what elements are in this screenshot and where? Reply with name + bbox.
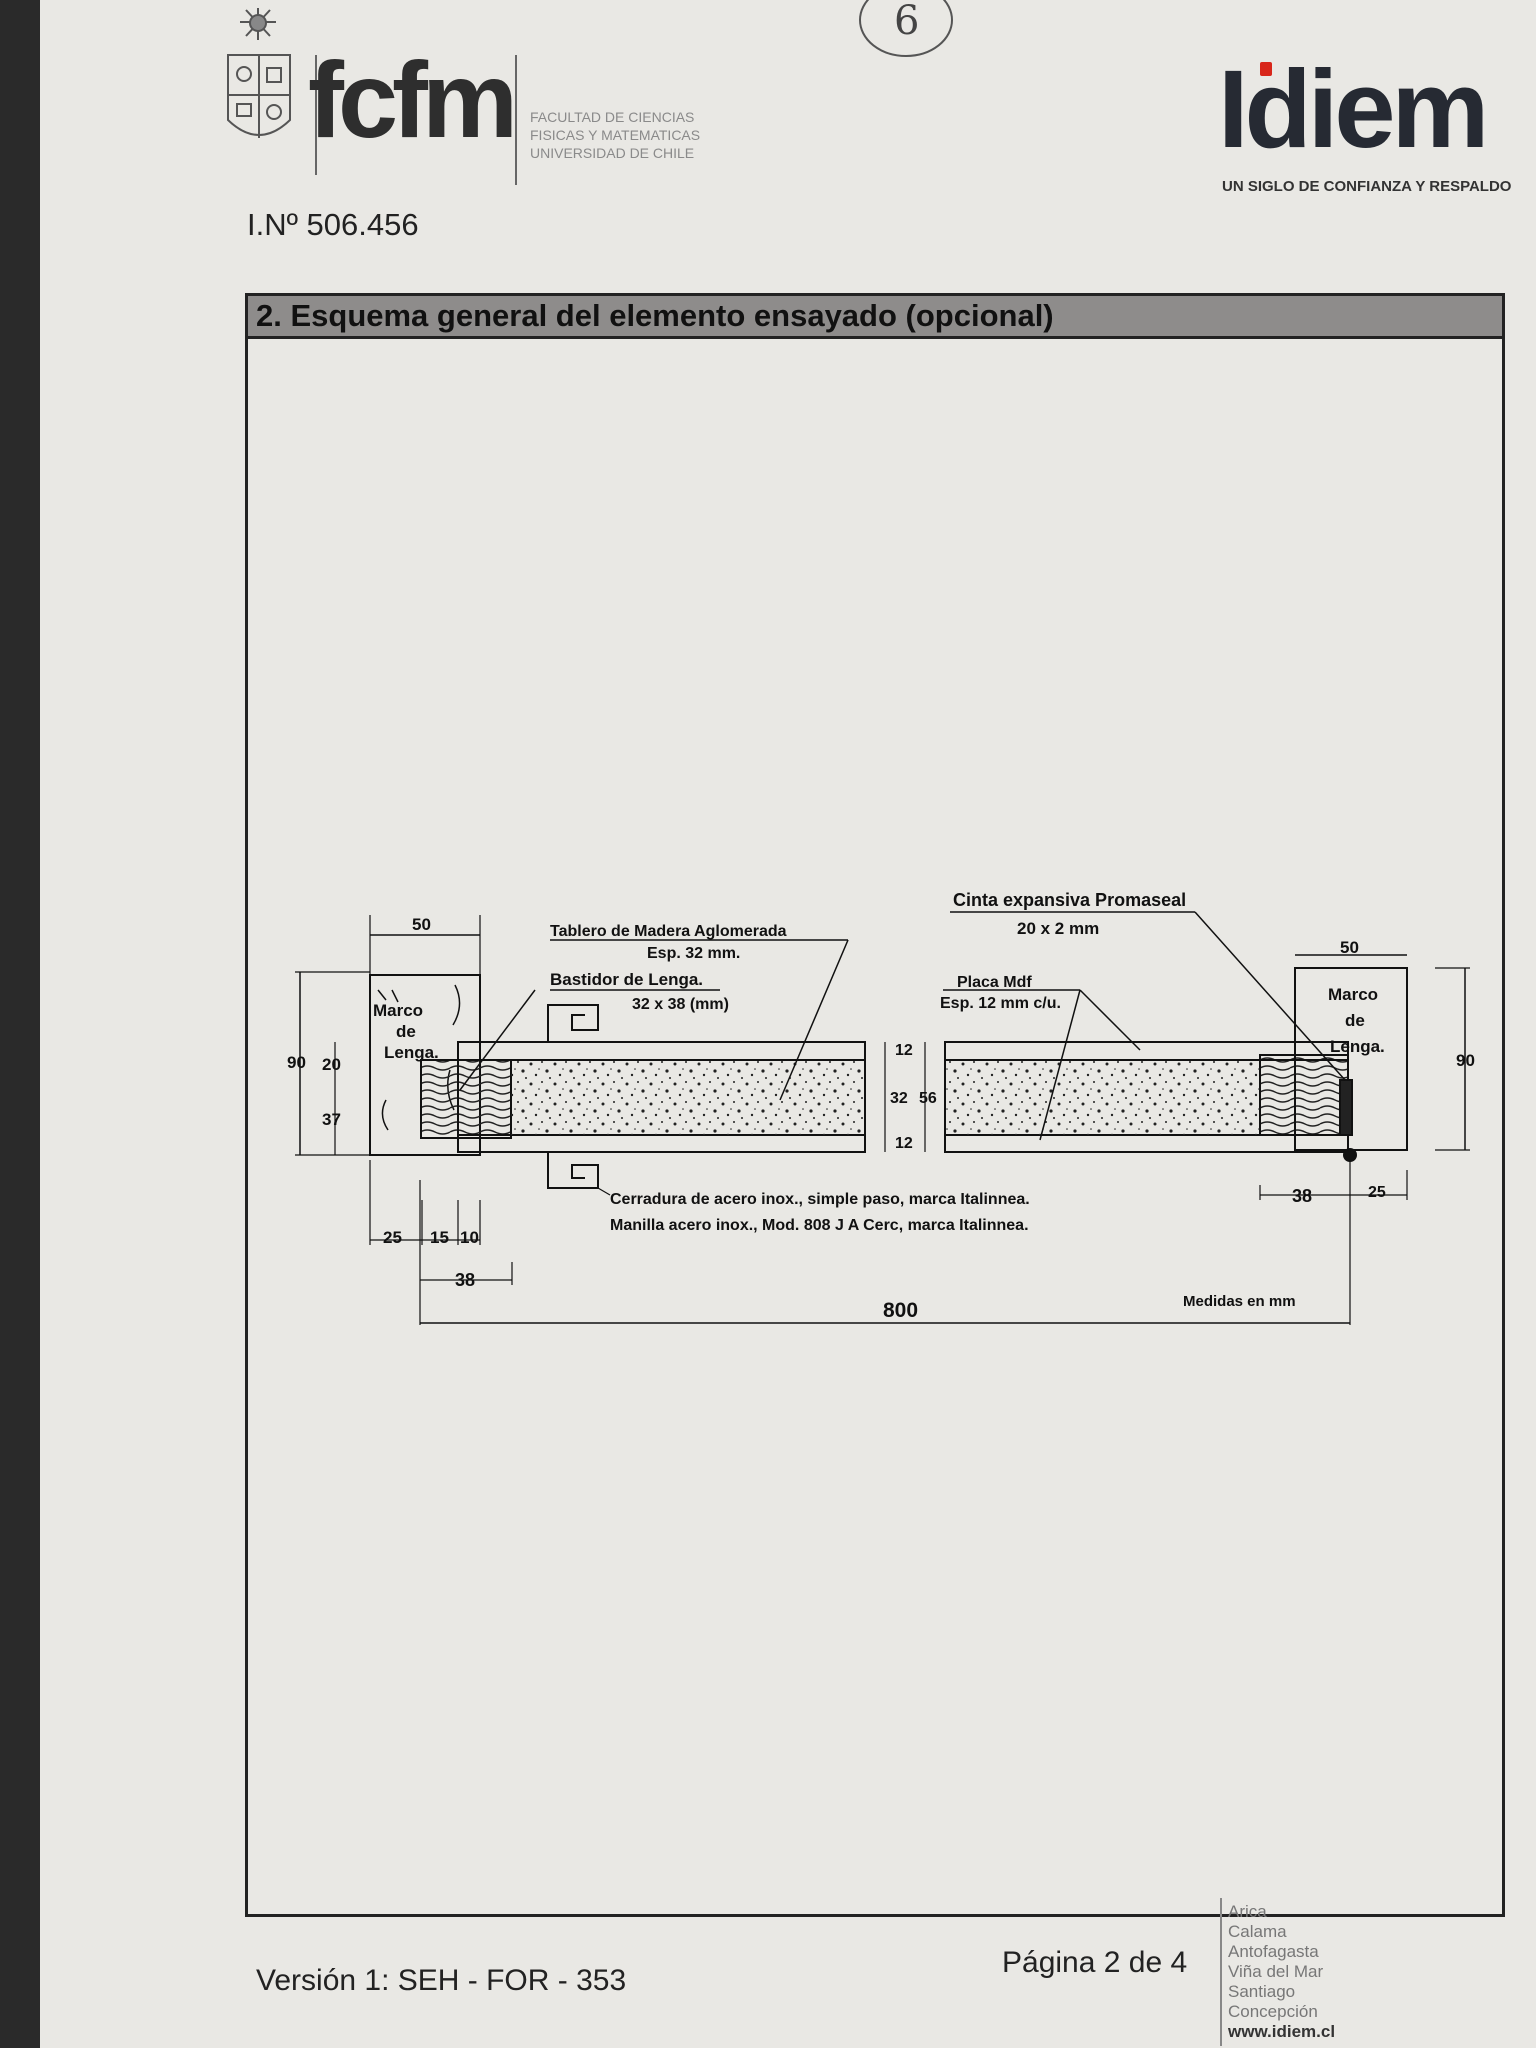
city-item: Arica bbox=[1228, 1902, 1267, 1921]
faculty-name: FACULTAD DE CIENCIAS FISICAS Y MATEMATIC… bbox=[530, 108, 700, 162]
units-note: Medidas en mm bbox=[1183, 1293, 1296, 1310]
page-number: Página 2 de 4 bbox=[1002, 1946, 1188, 1979]
dim-label: 56 bbox=[919, 1090, 937, 1107]
city-item: Antofagasta bbox=[1228, 1942, 1319, 1961]
bottom-handle bbox=[547, 1152, 599, 1189]
dim-label: 20 bbox=[322, 1055, 341, 1074]
cinta-dimensions: 20 x 2 mm bbox=[1017, 919, 1099, 938]
frame-label-line: de bbox=[1345, 1011, 1365, 1030]
top-handle bbox=[547, 1004, 599, 1042]
section-title: 2. Esquema general del elemento ensayado… bbox=[256, 298, 1054, 333]
dim-label: 38 bbox=[1292, 1186, 1312, 1206]
section-frame: 2. Esquema general del elemento ensayado… bbox=[245, 293, 1505, 1917]
frame-label-line: de bbox=[396, 1022, 416, 1041]
overall-width-label: 800 bbox=[883, 1299, 918, 1322]
handwritten-number: 6 bbox=[894, 0, 919, 44]
document-version: Versión 1: SEH - FOR - 353 bbox=[256, 1964, 627, 1997]
frame-label-line: Lenga. bbox=[384, 1043, 439, 1062]
faculty-line: FACULTAD DE CIENCIAS bbox=[530, 109, 695, 125]
website-link[interactable]: www.idiem.cl bbox=[1228, 2022, 1336, 2041]
footer-divider bbox=[1220, 1898, 1222, 2046]
dim-label: 10 bbox=[460, 1228, 479, 1247]
idiem-dot-icon bbox=[1260, 62, 1272, 76]
dim-label: 50 bbox=[1340, 938, 1359, 957]
dim-label: 38 bbox=[455, 1270, 475, 1290]
handwritten-circle-mark: 6 bbox=[859, 0, 953, 57]
dim-label: 32 bbox=[890, 1090, 908, 1107]
report-number: I.Nº 506.456 bbox=[247, 207, 419, 242]
seal-point bbox=[1343, 1148, 1357, 1162]
university-seal-icon bbox=[227, 8, 291, 138]
placa-label: Placa Mdf bbox=[957, 974, 1032, 991]
fcfm-logo-text: fcfm bbox=[308, 39, 518, 160]
tablero-label: Tablero de Madera Aglomerada bbox=[550, 923, 787, 940]
lock-description: Cerradura de acero inox., simple paso, m… bbox=[610, 1191, 1030, 1208]
city-item: Viña del Mar bbox=[1228, 1962, 1324, 1981]
left-bastidor bbox=[420, 1059, 512, 1139]
faculty-line: FISICAS Y MATEMATICAS bbox=[530, 127, 701, 143]
dim-label: 90 bbox=[287, 1053, 306, 1072]
tablero-thickness: Esp. 32 mm. bbox=[647, 945, 740, 962]
dim-label: 25 bbox=[383, 1228, 402, 1247]
logo-divider-2 bbox=[515, 55, 517, 185]
city-item: Calama bbox=[1228, 1922, 1287, 1941]
office-cities-list: Arica Calama Antofagasta Viña del Mar Sa… bbox=[1228, 1902, 1335, 2042]
dim-label: 37 bbox=[322, 1110, 341, 1129]
placa-thickness: Esp. 12 mm c/u. bbox=[940, 995, 1061, 1012]
dim-label: 25 bbox=[1368, 1184, 1386, 1201]
document-page bbox=[40, 0, 1536, 2048]
left-particleboard-core bbox=[511, 1060, 865, 1135]
intumescent-strip bbox=[1339, 1079, 1353, 1136]
frame-label-line: Lenga. bbox=[1330, 1037, 1385, 1056]
dim-label: 90 bbox=[1456, 1051, 1475, 1070]
right-particleboard-core bbox=[945, 1060, 1260, 1135]
idiem-tagline: UN SIGLO DE CONFIANZA Y RESPALDO bbox=[1222, 178, 1512, 195]
bastidor-label: Bastidor de Lenga. bbox=[550, 970, 703, 989]
city-item: Concepción bbox=[1228, 2002, 1318, 2021]
frame-label-line: Marco bbox=[1328, 985, 1378, 1004]
city-item: Santiago bbox=[1228, 1982, 1296, 2001]
handle-description: Manilla acero inox., Mod. 808 J A Cerc, … bbox=[610, 1217, 1029, 1234]
dim-label: 15 bbox=[430, 1228, 449, 1247]
section-header: 2. Esquema general del elemento ensayado… bbox=[248, 296, 1502, 339]
dim-label: 12 bbox=[895, 1135, 913, 1152]
cinta-label: Cinta expansiva Promaseal bbox=[953, 890, 1186, 910]
dim-label: 50 bbox=[412, 915, 431, 934]
right-bastidor bbox=[1259, 1054, 1349, 1136]
faculty-line: UNIVERSIDAD DE CHILE bbox=[530, 145, 695, 161]
bastidor-dimensions: 32 x 38 (mm) bbox=[632, 996, 729, 1013]
frame-label-line: Marco bbox=[373, 1001, 423, 1020]
dim-label: 12 bbox=[895, 1042, 913, 1059]
logo-divider bbox=[315, 55, 317, 175]
